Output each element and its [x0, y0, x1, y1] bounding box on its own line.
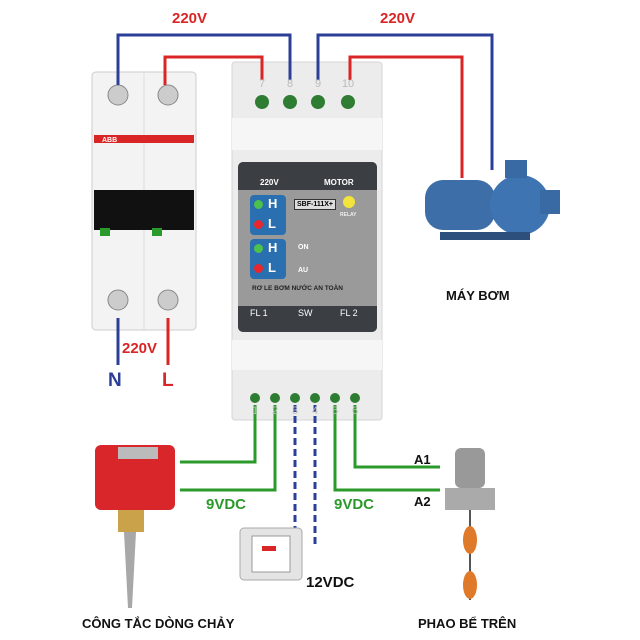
neutral-label: N — [108, 370, 122, 391]
wire-red — [163, 55, 264, 85]
on-label: ON — [298, 244, 309, 251]
relay-led-label: RELAY — [340, 212, 357, 218]
panel-motor: MOTOR — [324, 178, 354, 187]
fl1-label: FL 1 — [250, 308, 268, 318]
high-label: H — [268, 196, 278, 211]
terminal-number: 1 — [251, 405, 259, 417]
voltage-label: 220V — [380, 10, 416, 27]
a2-label: A2 — [414, 494, 431, 509]
terminal-number: 8 — [286, 78, 294, 90]
wire-green — [180, 405, 277, 492]
brand-logo: ABB — [102, 137, 118, 144]
vdc-label: 12VDC — [306, 574, 355, 591]
green-led-icon — [254, 244, 263, 253]
circuit-breaker — [91, 71, 197, 331]
model-label: SBF-111X+ — [294, 199, 336, 210]
relay-panel: 220V MOTOR H L H L SBF-111X+ RELAY ON AU… — [238, 162, 377, 332]
terminal-number: 6 — [351, 405, 359, 417]
terminal-number: 3 — [291, 405, 299, 417]
terminal-number: 10 — [341, 78, 355, 90]
relay-led-icon — [343, 196, 355, 208]
float-switch-icon — [445, 448, 495, 600]
panel-bottom-bar: FL 1 SW FL 2 — [238, 306, 377, 332]
red-led-icon — [254, 264, 263, 273]
flow-switch-label: CÔNG TẮC DÒNG CHẢY — [82, 616, 235, 631]
red-led-icon — [254, 220, 263, 229]
terminal-number: 2 — [271, 405, 279, 417]
line-label: L — [162, 370, 174, 391]
low-label: L — [268, 216, 276, 231]
sw-label: SW — [298, 308, 313, 318]
pump-label: MÁY BƠM — [446, 288, 510, 303]
high-label: H — [268, 240, 278, 255]
bottom-terminal-screws — [250, 393, 360, 403]
terminal-number: 5 — [331, 405, 339, 417]
au-label: AU — [298, 267, 309, 274]
wire-red — [348, 55, 464, 178]
a1-label: A1 — [414, 452, 431, 467]
level-indicator-1: H L — [250, 195, 286, 235]
push-switch-icon — [239, 527, 303, 581]
relay-name: RƠ LE BƠM NƯỚC AN TOÀN — [252, 285, 343, 292]
vdc-label: 9VDC — [206, 496, 247, 513]
panel-top-bar: 220V MOTOR — [238, 162, 377, 190]
flow-switch-icon — [95, 445, 175, 608]
terminal-number: 4 — [311, 405, 319, 417]
fl2-label: FL 2 — [340, 308, 358, 318]
wire-blue — [116, 33, 292, 85]
voltage-label: 220V — [122, 340, 158, 357]
terminal-number: 7 — [258, 78, 266, 90]
voltage-label: 220V — [172, 10, 208, 27]
green-led-icon — [254, 200, 263, 209]
float-label: PHAO BỂ TRÊN — [418, 616, 517, 631]
level-indicator-2: H L — [250, 239, 286, 279]
wire-green — [353, 405, 440, 469]
top-terminal-screws — [255, 95, 355, 109]
pump-icon — [425, 160, 560, 240]
wire-green — [180, 405, 257, 464]
panel-220v: 220V — [260, 178, 279, 187]
terminal-number: 9 — [314, 78, 322, 90]
wire-blue — [316, 33, 494, 170]
vdc-label: 9VDC — [334, 496, 375, 513]
wire-green — [333, 405, 440, 492]
low-label: L — [268, 260, 276, 275]
